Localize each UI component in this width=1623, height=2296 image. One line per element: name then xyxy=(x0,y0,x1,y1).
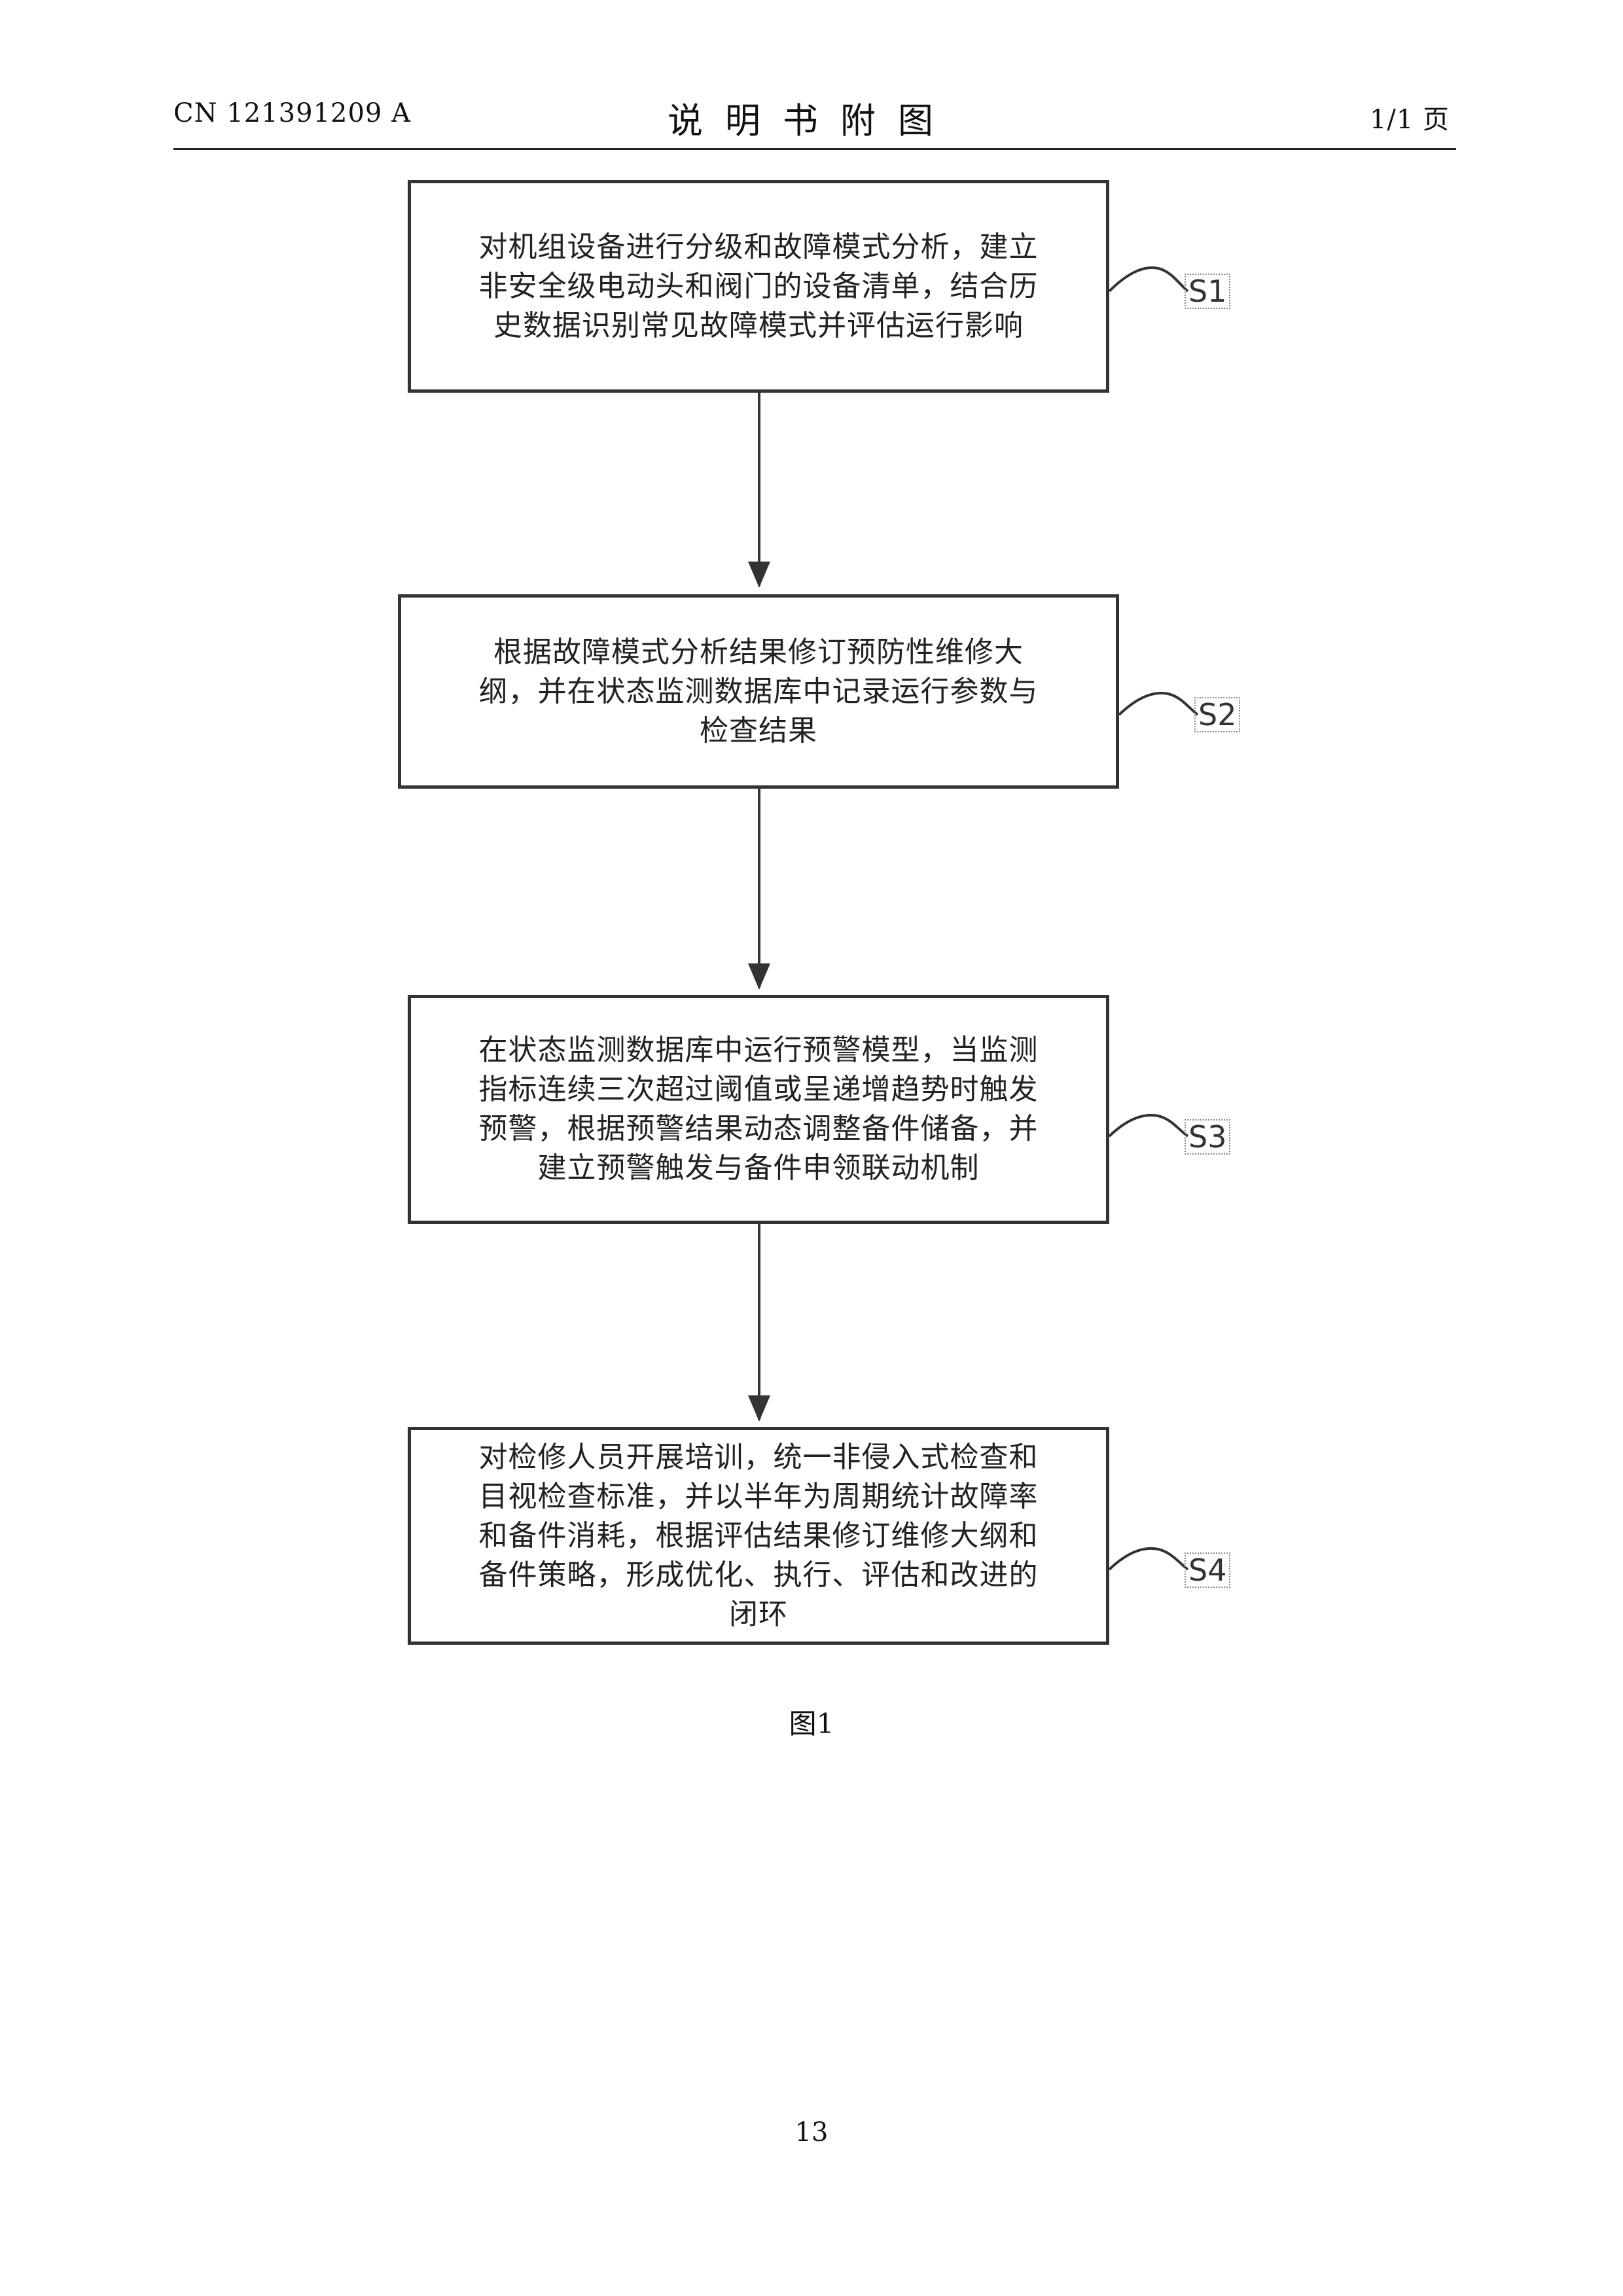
figure-caption: 图1 xyxy=(0,1702,1623,1742)
step-line: 目视检查标准，并以半年为周期统计故障率 xyxy=(479,1477,1039,1516)
step-line: 史数据识别常见故障模式并评估运行影响 xyxy=(479,306,1039,346)
step-line: 闭环 xyxy=(479,1595,1039,1634)
step-label-s3: S3 xyxy=(1185,1119,1230,1155)
leader-s4 xyxy=(1109,1549,1188,1570)
step-line: 非安全级电动头和阀门的设备清单，结合历 xyxy=(479,267,1039,306)
step-line: 纲，并在状态监测数据库中记录运行参数与 xyxy=(479,672,1039,711)
step-text-s2: 根据故障模式分析结果修订预防性维修大 纲，并在状态监测数据库中记录运行参数与 检… xyxy=(479,633,1039,751)
step-box-s2: 根据故障模式分析结果修订预防性维修大 纲，并在状态监测数据库中记录运行参数与 检… xyxy=(398,594,1119,789)
step-line: 指标连续三次超过阈值或呈递增趋势时触发 xyxy=(479,1070,1039,1109)
arrowhead-s1-s2 xyxy=(748,562,770,588)
step-line: 对机组设备进行分级和故障模式分析，建立 xyxy=(479,228,1039,267)
step-line: 建立预警触发与备件申领联动机制 xyxy=(479,1149,1039,1188)
step-line: 在状态监测数据库中运行预警模型，当监测 xyxy=(479,1031,1039,1070)
arrowhead-s2-s3 xyxy=(748,963,770,990)
step-label-s1: S1 xyxy=(1185,274,1230,309)
step-line: 检查结果 xyxy=(479,711,1039,751)
step-text-s4: 对检修人员开展培训，统一非侵入式检查和 目视检查标准，并以半年为周期统计故障率 … xyxy=(479,1438,1039,1634)
step-box-s1: 对机组设备进行分级和故障模式分析，建立 非安全级电动头和阀门的设备清单，结合历 … xyxy=(408,180,1109,393)
step-line: 预警，根据预警结果动态调整备件储备，并 xyxy=(479,1109,1039,1149)
leader-s2 xyxy=(1119,693,1198,715)
arrowhead-s3-s4 xyxy=(748,1395,770,1422)
step-line: 和备件消耗，根据评估结果修订维修大纲和 xyxy=(479,1516,1039,1556)
step-box-s4: 对检修人员开展培训，统一非侵入式检查和 目视检查标准，并以半年为周期统计故障率 … xyxy=(408,1427,1109,1645)
leader-s3 xyxy=(1109,1115,1188,1136)
step-text-s1: 对机组设备进行分级和故障模式分析，建立 非安全级电动头和阀门的设备清单，结合历 … xyxy=(479,228,1039,346)
step-line: 对检修人员开展培训，统一非侵入式检查和 xyxy=(479,1438,1039,1477)
step-text-s3: 在状态监测数据库中运行预警模型，当监测 指标连续三次超过阈值或呈递增趋势时触发 … xyxy=(479,1031,1039,1188)
page-number: 13 xyxy=(0,2117,1623,2147)
step-label-s2: S2 xyxy=(1194,697,1240,732)
step-line: 备件策略，形成优化、执行、评估和改进的 xyxy=(479,1556,1039,1595)
step-box-s3: 在状态监测数据库中运行预警模型，当监测 指标连续三次超过阈值或呈递增趋势时触发 … xyxy=(408,995,1109,1224)
step-label-s4: S4 xyxy=(1185,1552,1230,1588)
leader-s1 xyxy=(1109,268,1188,291)
step-line: 根据故障模式分析结果修订预防性维修大 xyxy=(479,633,1039,672)
